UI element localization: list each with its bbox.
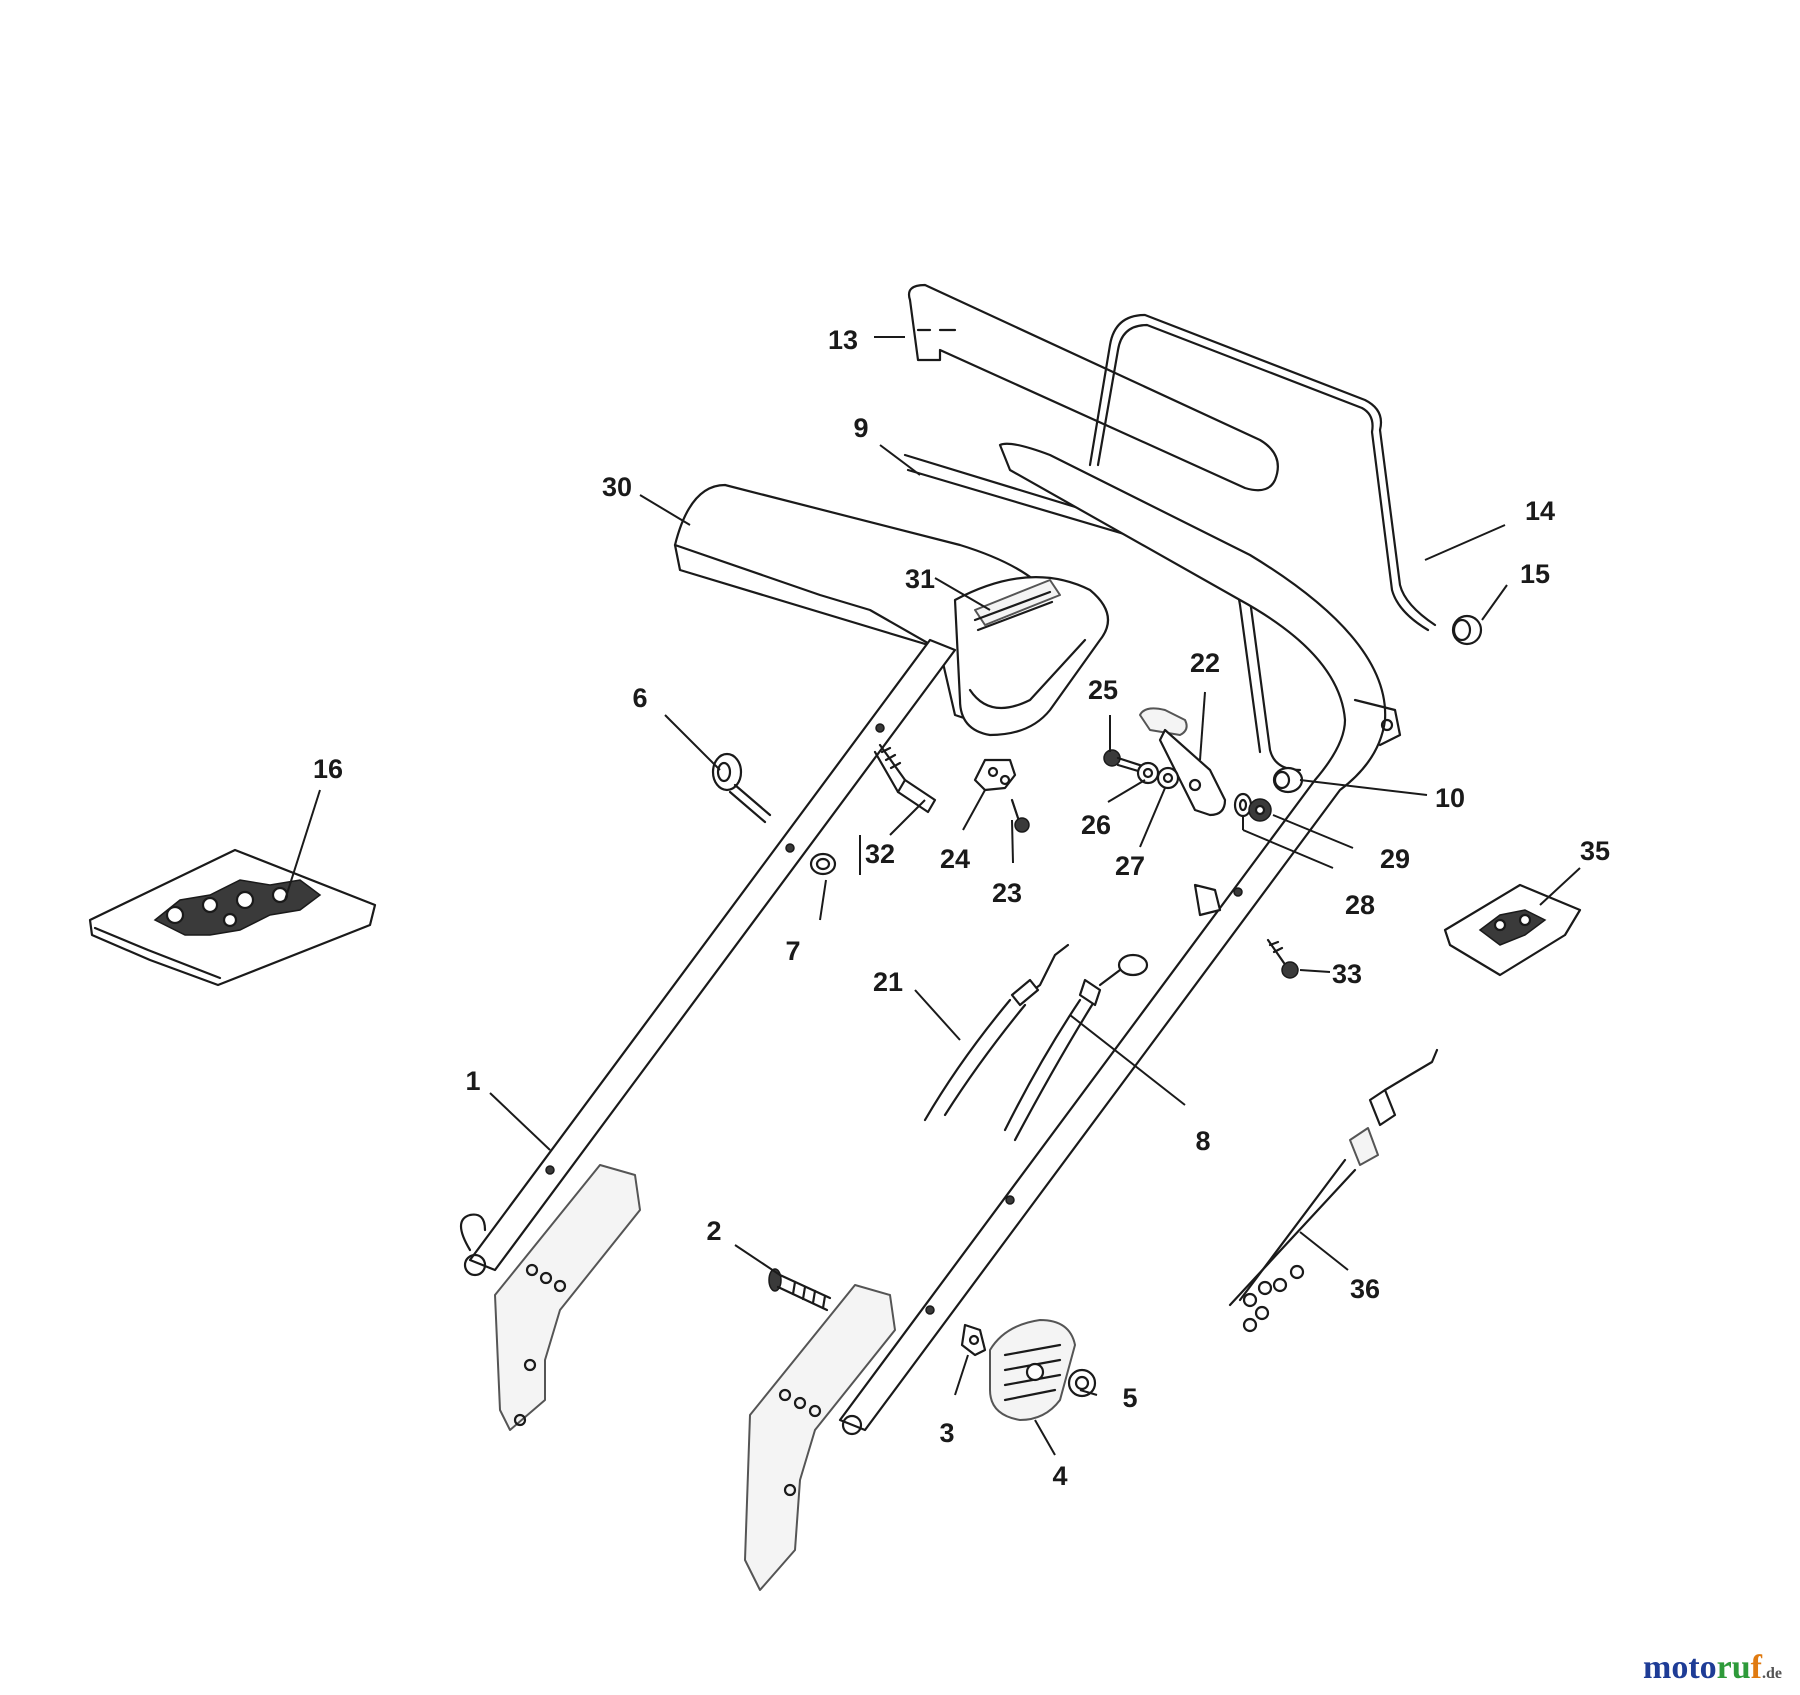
knob-part [989, 1319, 1076, 1421]
bail-lever-part [1088, 313, 1437, 632]
callout-6: 6 [632, 683, 647, 713]
callout-28: 28 [1345, 890, 1375, 920]
callout-36: 36 [1350, 1274, 1380, 1304]
callout-32: 32 [865, 839, 895, 869]
callout-25: 25 [1088, 675, 1118, 705]
right-bracket-part [744, 1284, 896, 1591]
screw-32-part [873, 743, 937, 814]
washer-27-part [1156, 766, 1180, 790]
handle-bracket-part [1193, 883, 1222, 917]
callout-35: 35 [1580, 836, 1610, 866]
callout-labels: 1 2 3 4 5 6 7 8 9 10 13 14 15 16 21 22 2… [313, 325, 1610, 1491]
callout-1: 1 [465, 1066, 480, 1096]
callout-3: 3 [939, 1418, 954, 1448]
eye-bolt-part [711, 752, 772, 824]
control-box-part [673, 483, 1110, 737]
callout-31: 31 [905, 564, 935, 594]
callout-4: 4 [1052, 1461, 1067, 1491]
callout-14: 14 [1525, 496, 1555, 526]
nut-7-part [809, 852, 837, 876]
callout-29: 29 [1380, 844, 1410, 874]
left-bracket-part [494, 1164, 641, 1431]
callout-22: 22 [1190, 648, 1220, 678]
watermark-logo: motoruf.de [1643, 1649, 1782, 1686]
hardware-bag-35-part [1443, 883, 1582, 977]
cable-8-part [1003, 953, 1149, 1142]
screw-33-part [1266, 938, 1299, 979]
nut-part [1067, 1368, 1097, 1398]
cable-36-part [1228, 1048, 1439, 1333]
hardware-bag-16-part [88, 848, 377, 987]
bracket-clip-part [973, 758, 1017, 792]
leader-lines [284, 336, 1581, 1456]
callout-27: 27 [1115, 851, 1145, 881]
clip-part [960, 1323, 987, 1357]
screw-23-part [1010, 798, 1030, 833]
callout-33: 33 [1332, 959, 1362, 989]
callout-15: 15 [1520, 559, 1550, 589]
callout-5: 5 [1122, 1383, 1137, 1413]
control-grip-part [973, 579, 1061, 632]
callout-7: 7 [785, 936, 800, 966]
callout-2: 2 [706, 1216, 721, 1246]
callout-26: 26 [1081, 810, 1111, 840]
upper-handle-part [907, 283, 1279, 492]
left-handle-bar-part [459, 638, 957, 1277]
bolt-part [768, 1268, 832, 1312]
callout-9: 9 [853, 413, 868, 443]
bail-cap-part [1451, 614, 1483, 646]
washer-26-part [1136, 761, 1160, 785]
callout-21: 21 [873, 967, 903, 997]
callout-30: 30 [602, 472, 632, 502]
callout-8: 8 [1195, 1126, 1210, 1156]
cable-21-part [923, 943, 1070, 1122]
callout-10: 10 [1435, 783, 1465, 813]
lever-part [1139, 707, 1227, 817]
bushing-part [1272, 766, 1304, 794]
callout-23: 23 [992, 878, 1022, 908]
nut-29-part [1248, 798, 1272, 822]
callout-16: 16 [313, 754, 343, 784]
callout-24: 24 [940, 844, 970, 874]
callout-13: 13 [828, 325, 858, 355]
right-handle-bar-part [838, 442, 1402, 1436]
